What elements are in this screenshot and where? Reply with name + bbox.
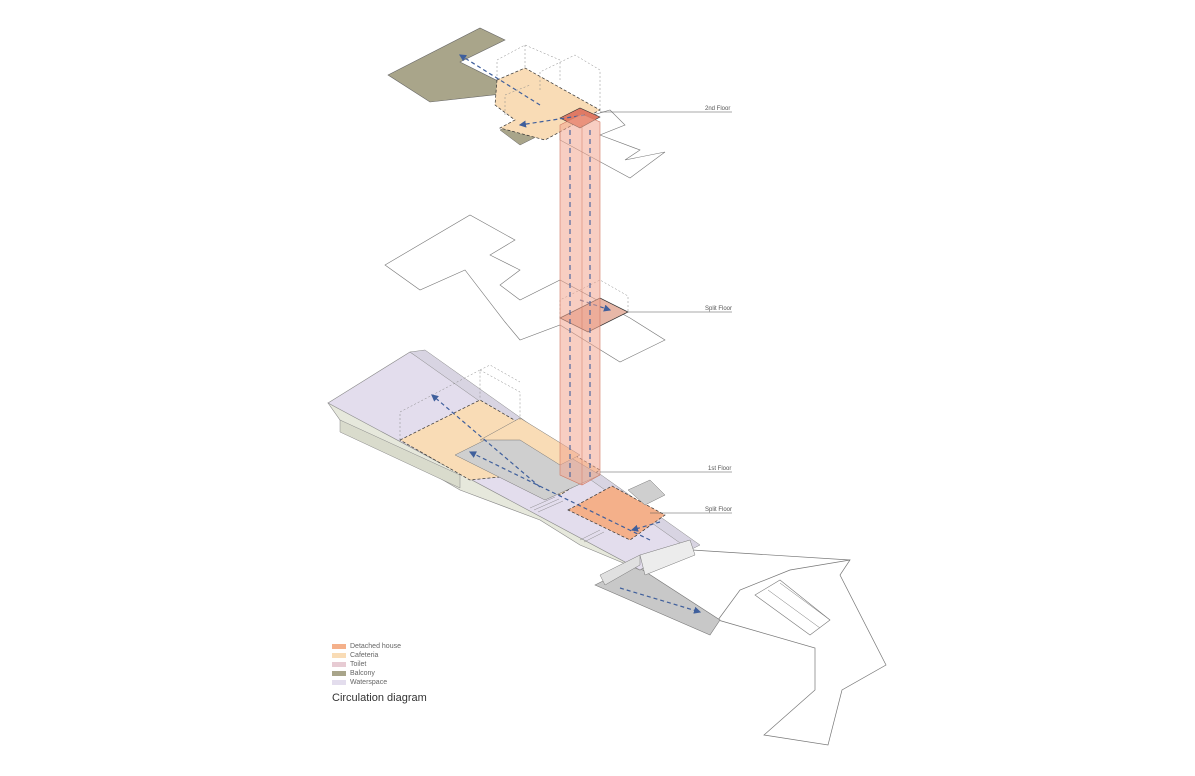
split-floor-outline xyxy=(384,214,666,363)
legend-swatch xyxy=(332,644,346,649)
legend-item-waterspace: Waterspace xyxy=(332,678,401,687)
balcony-area xyxy=(387,27,522,103)
site-plan xyxy=(691,549,887,746)
diagram-title: Circulation diagram xyxy=(332,692,427,704)
floor-label-second: 2nd Floor xyxy=(705,106,730,112)
vertical-core xyxy=(559,113,601,486)
floor-label-first: 1st Floor xyxy=(708,466,731,472)
legend-item-balcony: Balcony xyxy=(332,669,401,678)
legend-swatch xyxy=(332,680,346,685)
legend-item-cafeteria: Cafeteria xyxy=(332,651,401,660)
legend-label: Waterspace xyxy=(350,679,388,686)
legend: Detached house Cafeteria Toilet Balcony … xyxy=(332,642,401,687)
floor-label-split-upper: Split Floor xyxy=(705,306,732,312)
legend-swatch xyxy=(332,671,346,676)
legend-label: Balcony xyxy=(350,670,375,677)
legend-swatch xyxy=(332,662,346,667)
legend-item-detached-house: Detached house xyxy=(332,642,401,651)
first-floor-level xyxy=(327,349,701,586)
second-floor-level xyxy=(387,27,666,179)
legend-item-toilet: Toilet xyxy=(332,660,401,669)
legend-label: Detached house xyxy=(350,643,401,650)
legend-label: Cafeteria xyxy=(350,652,379,659)
floor-labels: 2nd Floor Split Floor 1st Floor Split Fl… xyxy=(600,106,732,514)
detached-house xyxy=(567,485,666,541)
legend-label: Toilet xyxy=(350,661,367,668)
floor-label-split-lower: Split Floor xyxy=(705,507,732,513)
legend-swatch xyxy=(332,653,346,658)
